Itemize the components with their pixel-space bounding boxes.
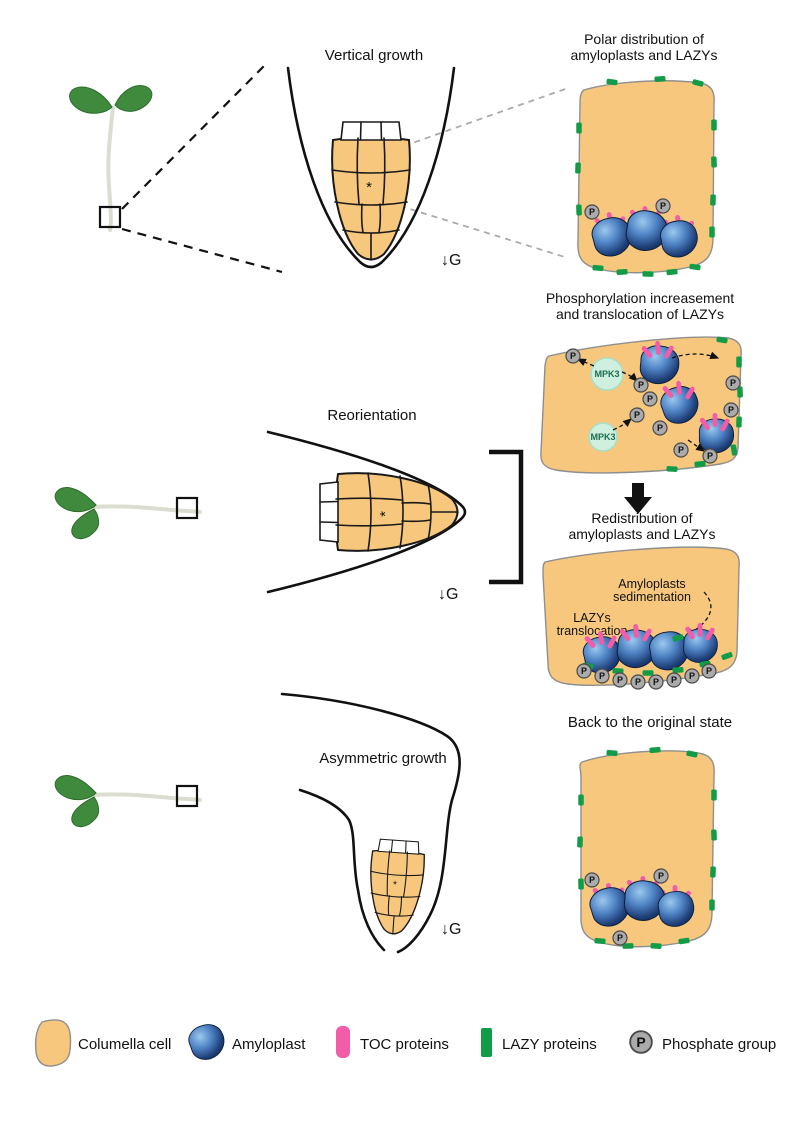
legend-item-amyloplast: Amyloplast [185,1020,306,1064]
zoom-connector-lines-gray-top [399,87,569,259]
mpk3-label: MPK3 [594,369,619,379]
gravity-label: ↓G [441,921,461,938]
cell-panel-polar-distribution: Polar distribution of amyloplasts and LA… [570,31,718,277]
down-arrow [624,483,652,514]
legend: Columella cell Amyloplast TOC proteins L… [34,1019,776,1067]
seedling-vertical [69,85,153,232]
lazy-swatch [481,1028,492,1057]
panel-title-line: Redistribution of [591,510,692,526]
mpk3-enzyme: MPK3 [588,422,618,452]
mpk3-label: MPK3 [590,432,615,442]
legend-label: LAZY proteins [502,1036,597,1053]
toc-swatch [336,1026,350,1058]
legend-item-toc-proteins: TOC proteins [336,1026,449,1058]
seedling-row3 [53,773,202,829]
root-tip-horizontal: Reorientation ↓G [266,407,467,603]
asymmetric-growth-label: Asymmetric growth [319,750,447,767]
bracket [489,449,524,585]
cell-panel-redistribution: Redistribution of amyloplasts and LAZYs … [542,510,740,690]
sedimentation-label-line: sedimentation [613,590,691,604]
translocation-label-line: translocation [557,624,628,638]
columella-cell-swatch [34,1019,72,1067]
legend-item-phosphate-group: Phosphate group [629,1030,776,1054]
root-tip-vertical: Vertical growth ↓G [286,47,461,269]
zoom-box [98,205,122,229]
reorientation-label: Reorientation [327,407,416,424]
zoom-connector-lines-black [121,63,283,274]
mpk3-enzyme: MPK3 [590,357,624,391]
legend-item-columella-cell: Columella cell [34,1019,171,1067]
panel-title: Back to the original state [568,714,732,731]
translocation-label-line: LAZYs [573,611,611,625]
panel-title-line: amyloplasts and LAZYs [568,526,715,542]
cell-panel-original-state: Back to the original state [568,714,732,950]
sedimentation-label-line: Amyloplasts [618,577,685,591]
panel-title-line: Phosphorylation increasement [546,290,734,306]
panel-title-line: Polar distribution of [584,31,704,47]
gravity-label: ↓G [441,252,461,269]
root-tip-bent: Asymmetric growth ↓G [280,692,461,954]
legend-label: TOC proteins [360,1036,449,1053]
legend-item-lazy-proteins: LAZY proteins [481,1028,597,1057]
panel-title-line: and translocation of LAZYs [556,306,724,322]
cell-panel-phosphorylation: Phosphorylation increasement and translo… [540,290,743,474]
legend-label: Amyloplast [232,1036,306,1053]
gravity-label: ↓G [438,586,458,603]
panel-title-line: amyloplasts and LAZYs [570,47,717,63]
legend-label: Phosphate group [662,1036,776,1053]
legend-label: Columella cell [78,1036,171,1053]
seedling-row2 [53,485,202,541]
vertical-growth-label: Vertical growth [325,47,423,64]
